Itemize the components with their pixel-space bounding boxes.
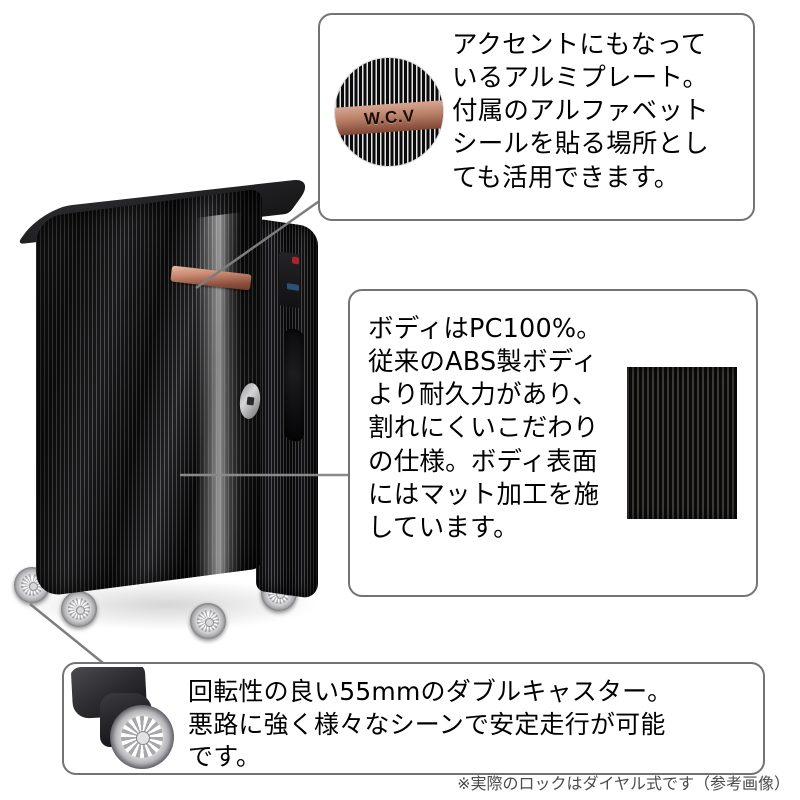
plate-closeup-photo: W.C.V xyxy=(335,58,443,166)
suitcase-product-image xyxy=(8,177,338,655)
callout-aluminum-plate: W.C.V アクセントにもなって いるアルミプレート。 付属のアルファベット シ… xyxy=(318,13,755,221)
caster-closeup-photo xyxy=(70,667,180,773)
plate-band: W.C.V xyxy=(335,100,443,137)
caster-front-right xyxy=(61,591,97,627)
callout-double-caster-text: 回転性の良い55mmのダブルキャスター。 悪路に強く様々なシーンで安定走行が可能… xyxy=(188,677,673,771)
caster-wheel xyxy=(110,705,174,769)
plate-engraving-label: W.C.V xyxy=(363,106,415,130)
callout-aluminum-plate-text: アクセントにもなって いるアルミプレート。 付属のアルファベット シールを貼る場… xyxy=(452,30,710,193)
suitcase-front-face xyxy=(36,188,262,598)
callout-body-material: ボディはPC100%。 従来のABS製ボディ より耐久力があり、 割れにくいこだ… xyxy=(348,289,758,597)
caster-rear-left xyxy=(190,603,226,639)
callout-double-caster: 回転性の良い55mmのダブルキャスター。 悪路に強く様々なシーンで安定走行が可能… xyxy=(62,662,765,775)
lock-indicator-red xyxy=(292,256,299,265)
side-handle-recess xyxy=(284,327,304,443)
matte-texture-swatch xyxy=(627,367,737,519)
callout-body-material-text: ボディはPC100%。 従来のABS製ボディ より耐久力があり、 割れにくいこだ… xyxy=(368,314,602,543)
footer-disclaimer: ※実際のロックはダイヤル式です（参考画像） xyxy=(457,774,790,793)
